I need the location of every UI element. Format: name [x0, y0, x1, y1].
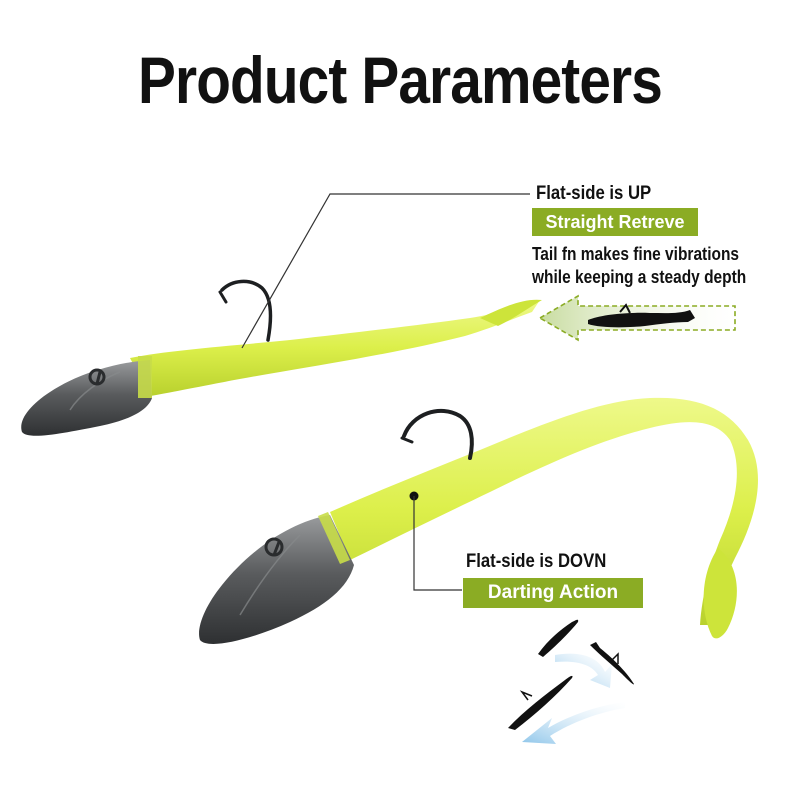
- flat-side-down-label: Flat-side is DOVN: [466, 551, 607, 572]
- lure-upper-hook: [220, 279, 273, 342]
- fish-silhouette-1: [538, 619, 579, 657]
- description-line-1: Tail fn makes fine vibrations: [532, 244, 740, 264]
- lure-lower-hook: [402, 408, 474, 460]
- straight-retrieve-description: Tail fn makes fine vibrations while keep…: [532, 243, 746, 289]
- description-line-2: while keeping a steady depth: [532, 267, 747, 287]
- darting-action-illustration: [508, 619, 634, 744]
- lure-lower-tail: [703, 548, 737, 639]
- straight-retrieve-arrow: [538, 294, 736, 342]
- flat-side-up-label: Flat-side is UP: [536, 183, 652, 204]
- lure-upper-body: [130, 300, 540, 396]
- lure-upper: [21, 279, 542, 436]
- callout-down-leader: [413, 496, 462, 591]
- fish-silhouette-3: [508, 675, 573, 730]
- fish-silhouette-2: [590, 642, 634, 685]
- page-title: Product Parameters: [138, 43, 663, 117]
- darting-arrow-upper: [555, 653, 612, 688]
- darting-action-badge: Darting Action: [463, 578, 643, 608]
- lure-lower: [199, 397, 758, 644]
- straight-retreve-badge: Straight Retreve: [532, 208, 698, 236]
- lure-upper-tail: [480, 299, 542, 326]
- lure-lower-jighead: [199, 515, 354, 644]
- fish-silhouette-straight: [588, 310, 695, 328]
- darting-arrow-lower: [522, 702, 625, 744]
- callout-up-leader: [241, 193, 530, 349]
- lure-upper-jighead: [21, 360, 152, 436]
